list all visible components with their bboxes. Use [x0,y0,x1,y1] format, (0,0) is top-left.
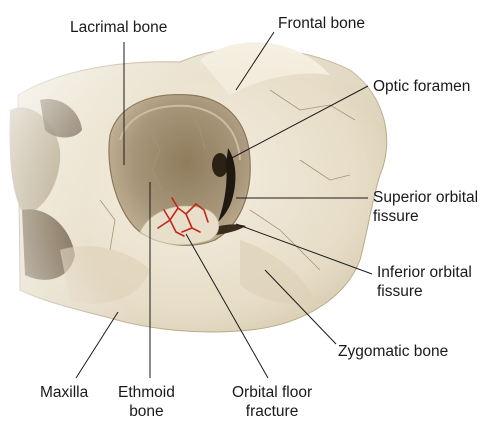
label-superior-orbital-fissure: Superior orbital fissure [373,189,479,225]
label-optic-foramen: Optic foramen [373,78,471,95]
label-ethmoid-bone: Ethmoid bone [118,384,175,420]
label-lacrimal-bone: Lacrimal bone [70,19,168,36]
leader-frontal-bone [235,31,275,91]
leader-maxilla [75,311,119,379]
leader-orbital-floor-fracture [185,233,269,379]
leader-zygomatic-bone [264,269,337,345]
label-maxilla: Maxilla [40,384,89,401]
label-frontal-bone: Frontal bone [278,15,366,32]
label-zygomatic-bone: Zygomatic bone [338,343,449,360]
leader-lines [75,31,373,379]
label-inferior-orbital-fissure: Inferior orbital fissure [377,264,472,300]
label-orbital-floor-fracture: Orbital floor fracture [232,384,313,420]
leader-inferior-orbital-fissure [235,223,373,275]
leader-optic-foramen [227,85,369,161]
